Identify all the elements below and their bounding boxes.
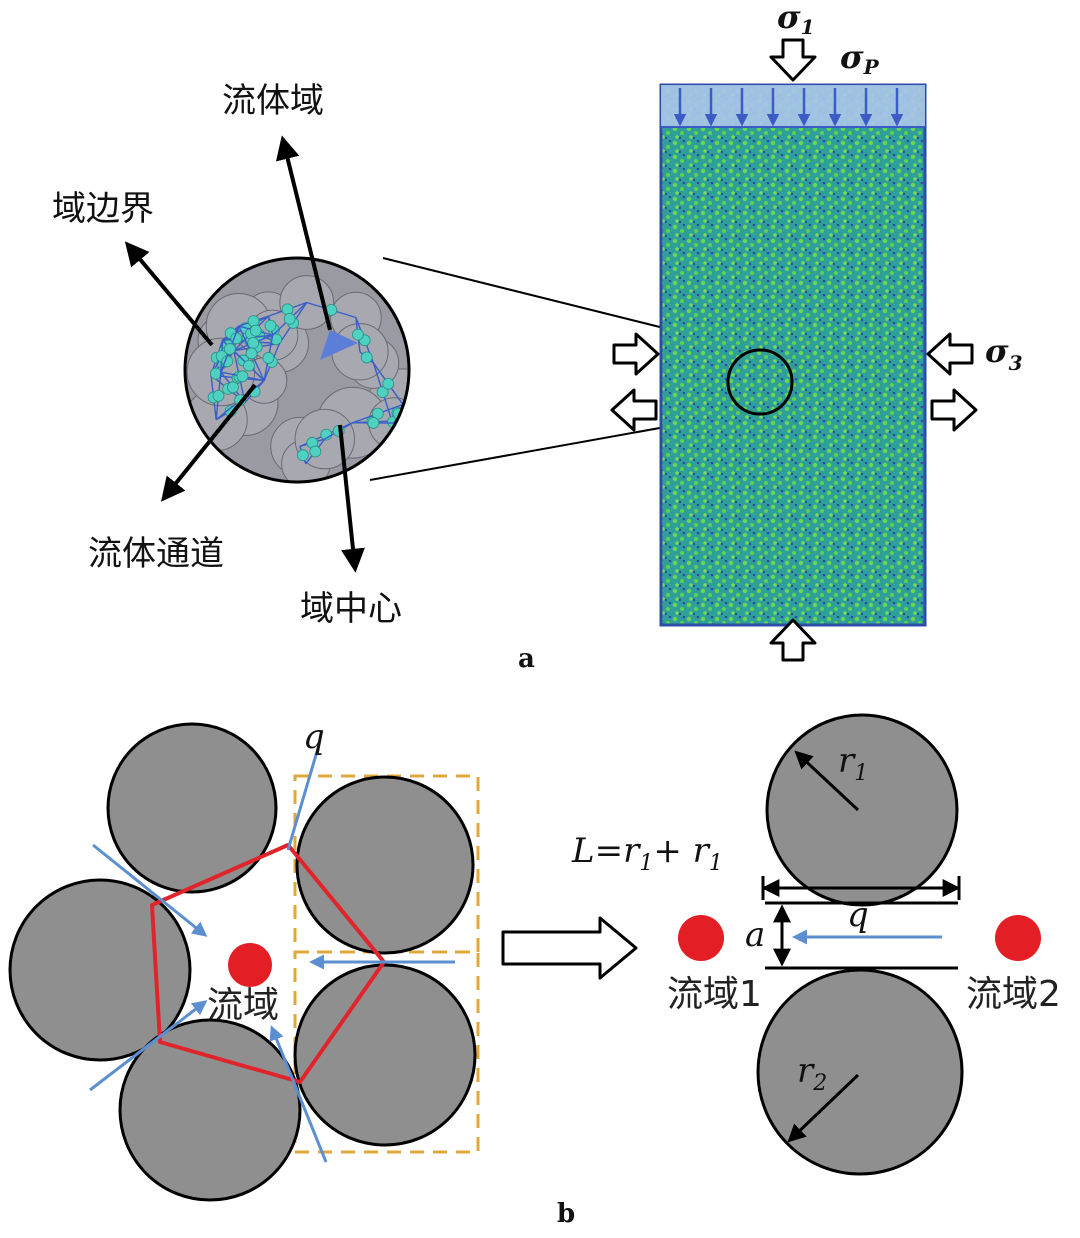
zoom-channel-node [360,351,373,364]
zoom-channel-node [227,381,239,394]
zoom-channel-node [262,352,275,364]
zoom-channel-node [264,319,277,332]
zoom-channel-node [247,337,260,349]
loading-plate [661,85,925,127]
label-a: a [745,915,765,955]
zoom-channel-node [283,312,296,325]
sigmaP-symbol: σP [840,38,880,79]
plate-load-arrows [673,88,904,127]
right-in-arrow [926,332,974,376]
label-domain-2: 流域2 [966,974,1061,1015]
fluid-node-2 [995,915,1041,961]
label-q-right: q [847,895,869,935]
transform-arrow [501,916,638,980]
fluid-node-1 [678,915,724,961]
radius-r1 [794,750,860,812]
domain-network [150,843,386,1084]
zoom-channel-node [236,370,249,383]
zoom-channel-node [382,377,395,390]
zoom-channel-node [245,347,258,360]
zoom-channel-node [243,359,255,372]
zoom-channel-node [223,343,236,355]
particle-top-right [295,775,475,955]
pipe-particle-bottom [756,968,964,1176]
specimen [659,83,927,627]
panel-a: 流体域 域边界 流体通道 域中心 σ1 σP σ3 a [52,0,1023,674]
fluid-node [228,943,272,987]
bottom-arrow [769,618,817,662]
label-q-top: q [303,717,325,757]
right-out-arrow [930,388,978,432]
sigma1-arrow [769,38,817,82]
label-fluid-domain-b: 流域 [207,985,279,1026]
left-out-arrow [610,388,658,432]
radius-r2 [787,1073,860,1143]
sigma3-symbol: σ3 [985,332,1023,375]
zoom-channel-node [376,386,389,398]
arrow-domain-boundary [124,241,214,347]
pipe-particle-top [765,713,959,907]
zoom-domain-center [320,330,358,360]
label-domain-1: 流域1 [667,974,762,1015]
label-domain-boundary: 域边界 [52,189,154,229]
label-fluid-domain: 流体域 [222,81,324,121]
label-r1: r1 [838,741,868,786]
formula: L=r1+ r1 [571,831,723,876]
arrow-domain-center [338,424,365,573]
zoom-channel-node [270,333,283,346]
zoom-channel-node [309,445,322,458]
left-in-arrow [612,332,660,376]
panel-a-label: a [518,644,535,674]
label-fluid-channel: 流体通道 [88,534,224,574]
zoom-channel-node [367,417,380,429]
panel-b: 流域 q L=r1+ r1 r1 r2 a q 流域1 流域2 b [8,713,1061,1229]
arrow-fluid-channel [160,383,257,502]
zoom-channel-node [296,449,309,462]
particle-top-left [106,722,278,894]
flow-lines [89,747,455,1163]
panel-b-label: b [557,1199,575,1229]
particle-left [8,878,192,1062]
channel-frame-lower [293,950,480,1154]
zoom-channel-node [212,389,225,402]
zoom-channel-node [352,328,364,341]
particles [8,722,477,1202]
zoom-channel-node [249,324,262,337]
sigma1-symbol: σ1 [777,0,815,39]
boundary-arrows [610,38,978,662]
particle-bottom-right [293,963,477,1147]
label-domain-center: 域中心 [300,589,402,629]
particle-bottom-left [118,1018,302,1202]
label-r2: r2 [797,1051,827,1096]
zoom-region-circle [726,348,794,416]
zoomed-particle-view [183,256,411,484]
arrow-fluid-domain [275,135,332,331]
